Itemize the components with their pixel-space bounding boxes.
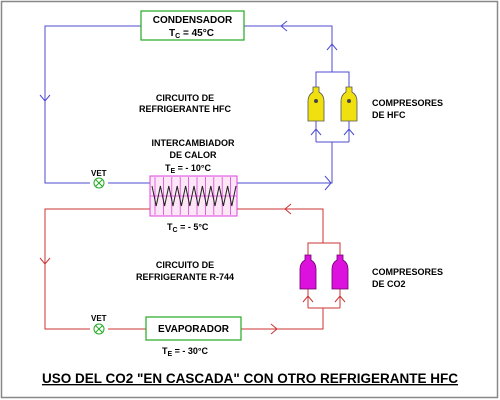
arrow-up-icon (310, 128, 322, 136)
heat-exchanger-icon (149, 175, 238, 217)
te-value: = - 10°C (175, 163, 211, 173)
tc-subscript: C (173, 227, 178, 234)
hfc-compressors-label-line2: DE HFC (372, 110, 406, 120)
arrow-down-icon (39, 257, 51, 265)
compressor-icon (331, 254, 349, 290)
diagram-title: USO DEL CO2 "EN CASCADA" CON OTRO REFRIG… (42, 371, 458, 386)
tc-symbol: T (169, 28, 175, 39)
expansion-valve-icon (93, 177, 105, 189)
hfc-circuit-label-line1: CIRCUITO DE (156, 93, 214, 103)
arrow-left-icon (280, 20, 288, 32)
hfc-compressors-label-line1: COMPRESORES (372, 98, 443, 108)
tc-value: = - 5°C (178, 222, 209, 232)
evaporator-temperature: TE = - 30°C (162, 346, 209, 358)
arrow-left-icon (284, 203, 292, 215)
te-value: = - 30°C (172, 346, 208, 356)
co2-line-evaporator-out (241, 308, 324, 330)
tc-subscript: C (175, 33, 180, 40)
co2-flow-arrows (39, 203, 346, 335)
te-symbol: T (162, 346, 168, 356)
hfc-circuit-label-line2: REFRIGERANTE HFC (139, 104, 232, 114)
valve-upper-label: VET (91, 169, 107, 178)
compressor-icon (340, 86, 358, 122)
co2-circuit-label-line2: REFRIGERANTE R-744 (136, 272, 234, 282)
valve-cross (95, 325, 103, 333)
heat-exchanger-coil (151, 185, 237, 207)
valve-cross (95, 179, 103, 187)
te-symbol: T (165, 163, 171, 173)
condenser-temperature: TC = 45°C (169, 28, 214, 40)
condenser-label: CONDENSADOR (153, 15, 233, 26)
co2-line-to-exchanger (237, 208, 324, 243)
compressor-icon (299, 254, 317, 290)
tc-symbol: T (167, 222, 173, 232)
heat-exchanger-label-line1: INTERCAMBIADOR (152, 138, 235, 148)
arrow-up-icon (302, 295, 314, 303)
heat-exchanger-tubes (150, 177, 237, 215)
co2-compressors-label-line2: DE CO2 (372, 279, 406, 289)
arrow-right-icon (324, 175, 332, 191)
arrow-up-icon (343, 128, 355, 136)
co2-line-left (44, 208, 150, 330)
arrow-right-icon (270, 323, 278, 335)
hfc-line-exchanger-out (237, 142, 333, 184)
heat-exchanger-label-line2: DE CALOR (170, 150, 218, 160)
hfc-line-to-condenser (244, 25, 333, 72)
expansion-valve-icon (93, 323, 105, 335)
te-subscript: E (171, 168, 176, 175)
condenser-box (140, 10, 245, 41)
co2-compressors (299, 254, 349, 290)
exchanger-tc: TC = - 5°C (167, 222, 209, 234)
evaporator-box (145, 316, 242, 341)
compressor-port (314, 99, 318, 103)
tc-value: = 45°C (180, 28, 214, 39)
co2-circuit-label-line1: CIRCUITO DE (156, 260, 214, 270)
compressor-icon (307, 86, 325, 122)
te-subscript: E (168, 351, 173, 358)
hfc-flow-arrows (39, 20, 355, 191)
evaporator-label: EVAPORADOR (158, 324, 230, 335)
valve-lower-label: VET (91, 314, 107, 323)
hfc-line-left (44, 25, 141, 184)
arrow-up-icon (326, 43, 338, 51)
compressor-port (347, 99, 351, 103)
co2-compressors-label-line1: COMPRESORES (372, 267, 443, 277)
arrow-down-icon (39, 94, 51, 102)
exchanger-te: TE = - 10°C (165, 163, 212, 175)
hfc-compressors (307, 86, 358, 122)
arrow-up-icon (334, 295, 346, 303)
